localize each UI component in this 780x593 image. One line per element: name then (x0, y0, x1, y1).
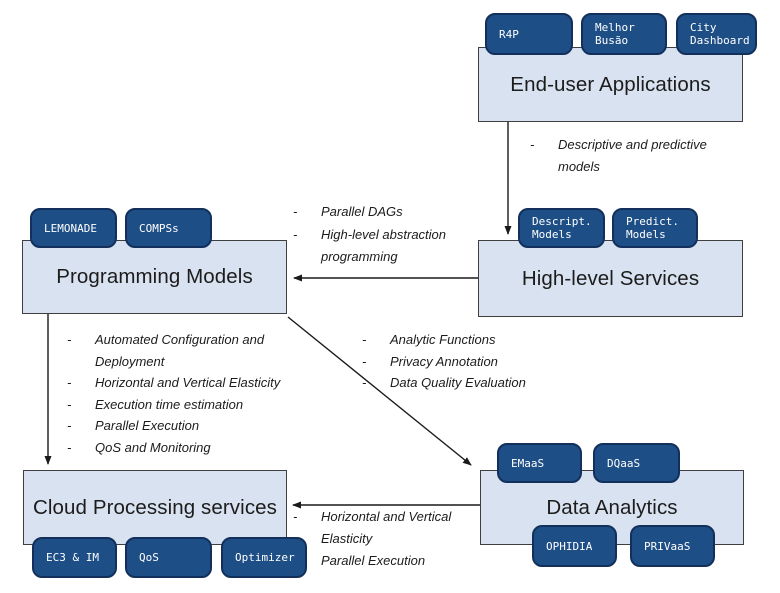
bullet-dash: - (362, 332, 367, 347)
tab-r4p: R4P (485, 13, 573, 55)
annotation-text: High-level abstraction programming (321, 226, 447, 265)
annotation-text: Execution time estimation (95, 396, 244, 412)
annotation-item: - Privacy Annotation (362, 351, 526, 373)
annotation-parallel-dags: - Parallel DAGs - High-level abstraction… (293, 201, 471, 269)
annotation-item: - Horizontal and Vertical Elasticity (67, 372, 280, 394)
tab-city-dashboard: City Dashboard (676, 13, 757, 55)
annotation-item: - Data Quality Evaluation (362, 372, 526, 394)
bullet-dash: - (293, 204, 298, 219)
annotation-text: Parallel Execution (321, 553, 426, 568)
bullet-dash: - (67, 332, 72, 347)
annotation-item: - QoS and Monitoring (67, 437, 280, 459)
bullet-dash: - (362, 353, 367, 369)
annotation-item: - Descriptive and predictive models (530, 134, 733, 178)
annotation-text: Descriptive and predictive models (558, 137, 707, 174)
bullet-dash: - (530, 137, 535, 152)
bullet-dash: - (67, 418, 72, 433)
annotation-item: - Parallel Execution (293, 550, 481, 572)
bullet-dash: - (362, 375, 367, 390)
module-high-level-services: High-level Services (478, 240, 743, 317)
annotation-text: Data Quality Evaluation (390, 375, 526, 390)
tab-ec3-im: EC3 & IM (32, 537, 117, 578)
annotation-text: Horizontal and Vertical Elasticity (95, 375, 281, 390)
tab-ophidia: OPHIDIA (532, 525, 617, 567)
module-end-user-applications: End-user Applications (478, 47, 743, 122)
annotation-item: - Parallel DAGs (293, 201, 471, 224)
annotation-elasticity-parallel-execution: - Horizontal and Vertical Elasticity - P… (293, 506, 481, 572)
tab-optimizer: Optimizer (221, 537, 307, 578)
tab-compss: COMPSs (125, 208, 212, 248)
annotation-text: Parallel Execution (95, 418, 200, 433)
arrow-programming-to-analytics (287, 316, 472, 466)
module-title-data-analytics: Data Analytics (546, 495, 678, 519)
annotation-text: Horizontal and Vertical Elasticity (321, 509, 452, 546)
annotation-text: Parallel DAGs (321, 204, 403, 219)
annotation-text: Privacy Annotation (390, 353, 498, 369)
tab-emaas: EMaaS (497, 443, 582, 483)
module-title-programming-models: Programming Models (56, 265, 253, 288)
tab-qos: QoS (125, 537, 212, 578)
bullet-dash: - (293, 226, 298, 242)
annotation-descriptive-predictive-models: - Descriptive and predictive models (530, 134, 733, 178)
annotation-text: Analytic Functions (390, 332, 496, 347)
bullet-dash: - (67, 396, 72, 412)
annotation-item: - Horizontal and Vertical Elasticity (293, 506, 481, 550)
annotation-text: Automated Configuration and Deployment (95, 332, 265, 369)
bullet-dash: - (67, 439, 72, 455)
tab-melhor-busao: Melhor Busão (581, 13, 667, 55)
annotation-analytics-capabilities: - Analytic Functions - Privacy Annotatio… (362, 329, 526, 394)
module-programming-models: Programming Models (22, 240, 287, 314)
annotation-item: - Execution time estimation (67, 394, 280, 416)
annotation-item: - Automated Configuration and Deployment (67, 329, 280, 372)
module-cloud-processing-services: Cloud Processing services (23, 470, 287, 545)
tab-privaas: PRIVaaS (630, 525, 715, 567)
annotation-text: QoS and Monitoring (95, 439, 211, 455)
bullet-dash: - (67, 375, 72, 390)
module-title-high-level-services: High-level Services (521, 266, 700, 290)
tab-predict-models: Predict. Models (612, 208, 698, 248)
tab-lemonade: LEMONADE (30, 208, 117, 248)
module-title-end-user-applications: End-user Applications (510, 72, 711, 96)
annotation-item: - High-level abstraction programming (293, 224, 471, 269)
module-title-cloud-processing-services: Cloud Processing services (32, 495, 278, 519)
tab-dqaas: DQaaS (593, 443, 680, 483)
tab-descript-models: Descript. Models (518, 208, 605, 248)
bullet-dash: - (293, 509, 298, 524)
annotation-item: - Analytic Functions (362, 329, 526, 351)
annotation-item: - Parallel Execution (67, 415, 280, 437)
annotation-cloud-capabilities: - Automated Configuration and Deployment… (67, 329, 280, 458)
